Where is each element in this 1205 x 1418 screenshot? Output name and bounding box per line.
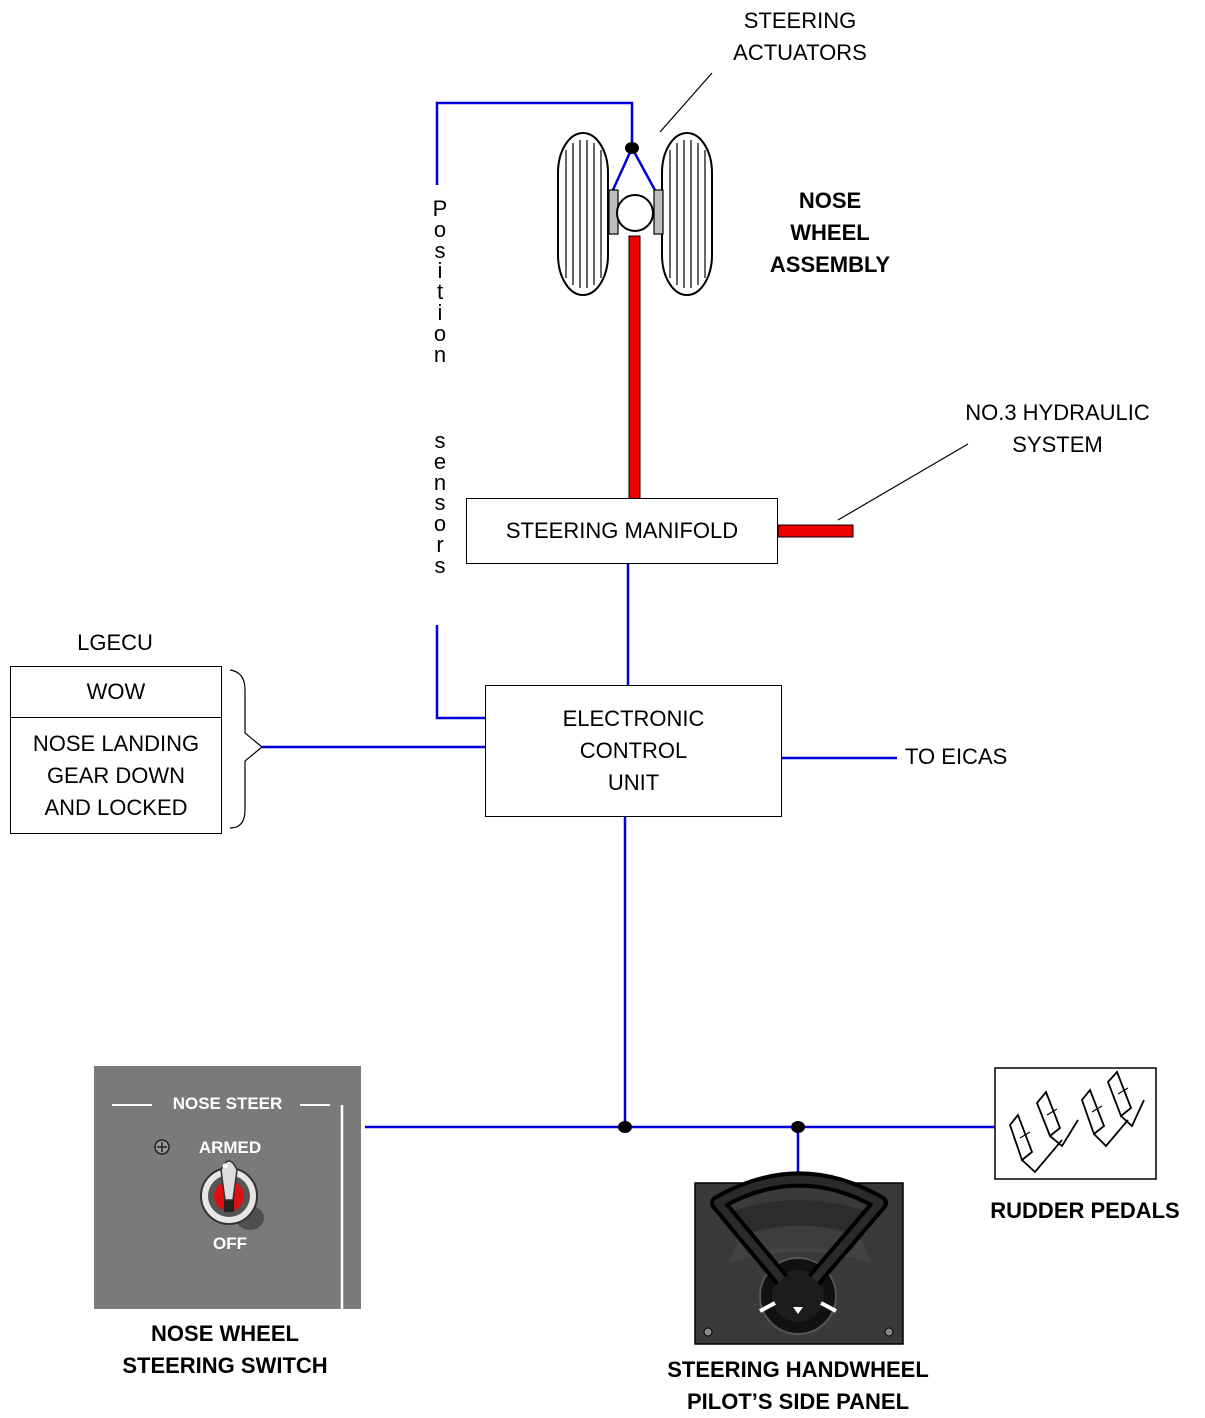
hydraulic-supply-line	[777, 524, 854, 538]
nose-wheel-assembly-label-line: ASSEMBLY	[769, 252, 891, 277]
handwheel-caption-line: PILOT’S SIDE PANEL	[686, 1389, 910, 1414]
position-sensor-line	[435, 101, 634, 185]
nose-wheel-assembly-label-line: WHEEL	[790, 220, 870, 245]
steering-manifold-box: STEERING MANIFOLD	[466, 498, 778, 564]
armed-label: ARMED	[198, 1138, 262, 1157]
tire-right-icon	[661, 132, 713, 296]
steering-actuators-label-line: STEERING	[743, 8, 857, 33]
screw-icon	[154, 1139, 170, 1155]
junction-dots	[618, 142, 805, 1133]
nose-wheel-steering-switch-label: NOSE WHEEL STEERING SWITCH	[65, 1318, 385, 1382]
actuators-leader-line	[659, 72, 713, 133]
to-eicas-label: TO EICAS	[905, 744, 1008, 769]
nose-wheel-assembly-label-line: NOSE	[798, 188, 862, 213]
signal-lines	[262, 101, 995, 1185]
nose-landing-gear-label-line: NOSE LANDING	[32, 730, 200, 756]
junction-dot	[618, 1121, 632, 1133]
nose-steer-title: NOSE STEER	[172, 1094, 283, 1113]
actuator-link-left	[610, 147, 634, 193]
steering-actuator-right	[653, 189, 664, 235]
off-label: OFF	[213, 1234, 247, 1253]
steering-actuators-label: STEERING ACTUATORS	[700, 5, 900, 69]
toggle-switch-icon[interactable]	[200, 1160, 258, 1225]
nose-wheel-assembly-icon	[557, 132, 713, 296]
wheel-hub-icon	[616, 194, 654, 232]
junction-dot	[625, 142, 639, 154]
position-sensors-label-1: P o s i t i o n	[432, 196, 448, 367]
wow-label: WOW	[86, 679, 146, 704]
electronic-control-unit-box: ELECTRONIC CONTROL UNIT	[485, 685, 782, 817]
steering-actuators-label-line: ACTUATORS	[733, 40, 867, 65]
hydraulic-line-vertical	[628, 235, 641, 501]
position-sensor-line-lower	[435, 625, 486, 720]
switch-caption-line: STEERING SWITCH	[122, 1353, 328, 1378]
nose-landing-gear-label-line: AND LOCKED	[44, 794, 188, 820]
ecu-label-line: CONTROL	[579, 738, 688, 763]
steering-handwheel-label: STEERING HANDWHEEL PILOT’S SIDE PANEL	[618, 1354, 978, 1418]
nose-steer-panel	[94, 1066, 361, 1309]
nose-wheel-assembly-label: NOSE WHEEL ASSEMBLY	[740, 185, 920, 281]
rudder-pedals-icon	[994, 1067, 1157, 1180]
position-sensors-label-2: s e n s o r s	[433, 428, 447, 578]
rudder-pedals-label: RUDDER PEDALS	[990, 1198, 1180, 1223]
lgecu-bracket	[229, 669, 263, 829]
steering-handwheel-icon	[694, 1171, 904, 1345]
hydraulic-leader-line	[837, 443, 969, 521]
lgecu-label: LGECU	[77, 630, 153, 655]
hydraulic-system-label-line: NO.3 HYDRAULIC	[965, 400, 1150, 425]
tire-left-icon	[557, 132, 609, 296]
wow-box: WOW	[10, 666, 222, 718]
ecu-label-line: UNIT	[607, 770, 660, 795]
nose-landing-gear-label-line: GEAR DOWN	[46, 762, 186, 788]
hydraulic-system-label: NO.3 HYDRAULIC SYSTEM	[925, 397, 1190, 461]
ecu-label-line: ELECTRONIC	[562, 706, 705, 731]
handwheel-caption-line: STEERING HANDWHEEL	[667, 1357, 929, 1382]
switch-caption-line: NOSE WHEEL	[151, 1321, 299, 1346]
hydraulic-system-label-line: SYSTEM	[1012, 432, 1103, 457]
nose-landing-gear-box: NOSE LANDING GEAR DOWN AND LOCKED	[10, 717, 222, 834]
junction-dot	[791, 1121, 805, 1133]
steering-manifold-label: STEERING MANIFOLD	[505, 518, 739, 543]
actuator-link-right	[630, 147, 658, 193]
